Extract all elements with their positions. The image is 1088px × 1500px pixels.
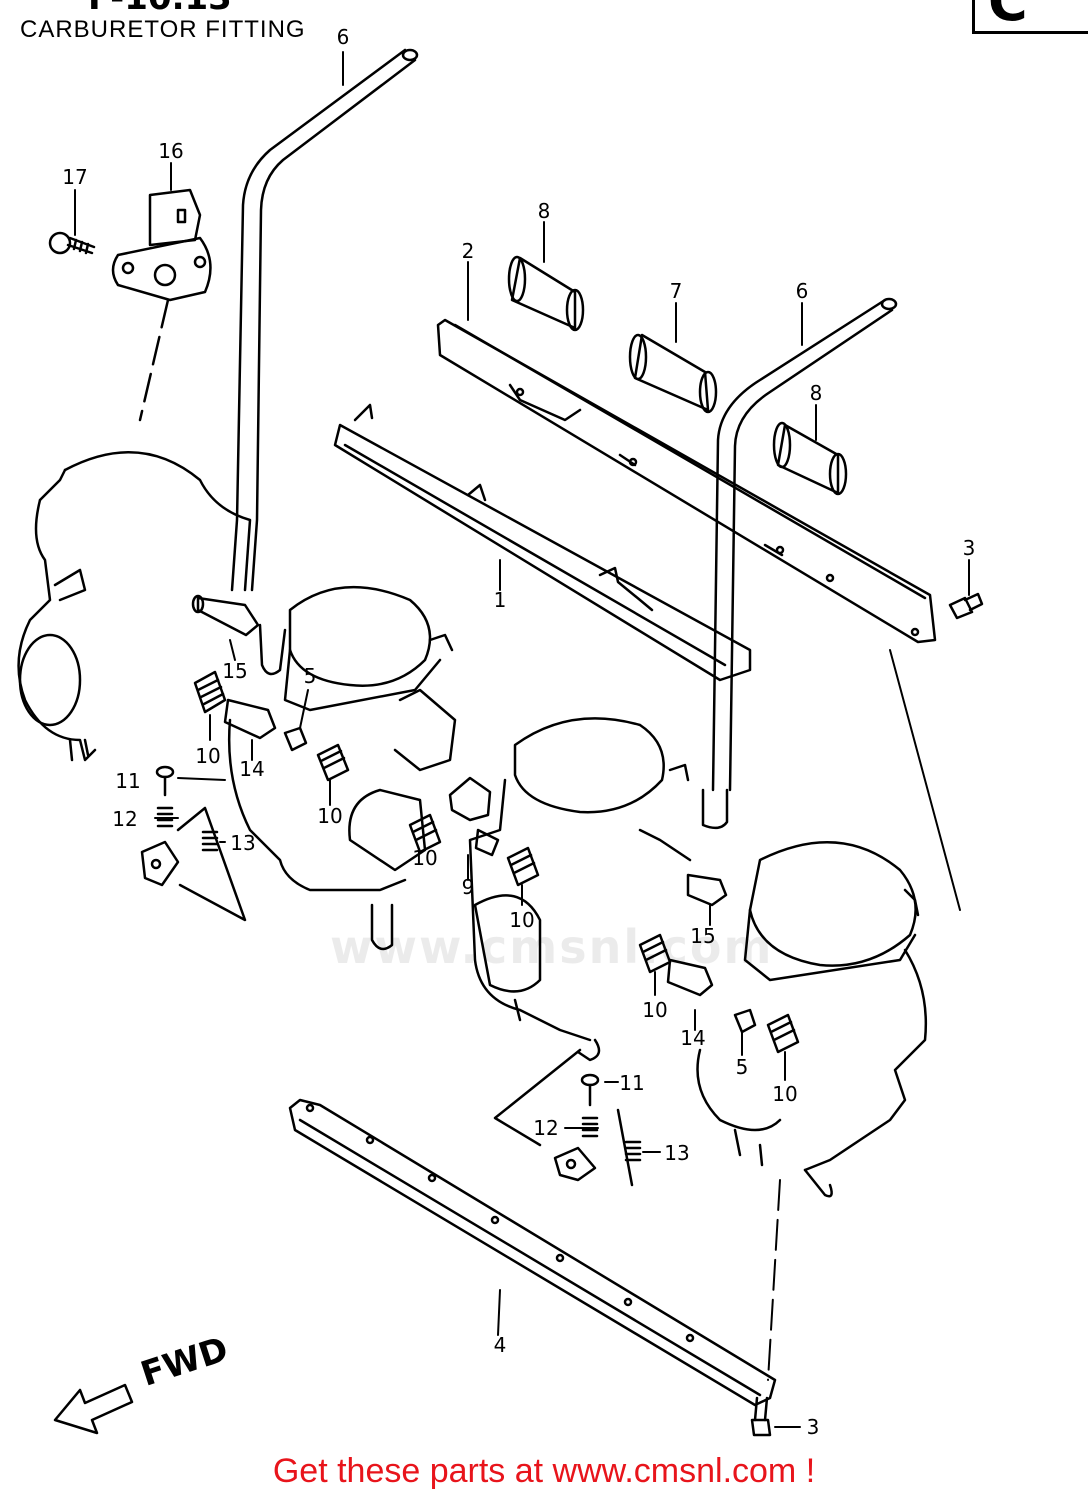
spring-10-d [506, 846, 540, 887]
diagram-title: CARBURETOR FITTING [20, 16, 306, 43]
spring-13-left [201, 830, 219, 852]
vent-hose-right [701, 297, 898, 830]
label-11-right: 11 [619, 1071, 644, 1095]
lever-left [140, 806, 247, 922]
vent-hose-left [230, 48, 419, 592]
spring-10-e [638, 933, 672, 974]
screw-11-right [580, 1073, 600, 1107]
section-letter: C [988, 0, 1028, 33]
rubber-cap-8-top [507, 255, 585, 332]
label-10-b: 10 [317, 804, 342, 828]
carburetor-1 [17, 450, 252, 762]
upper-bracket-plate [436, 318, 937, 644]
t-fitting-9 [448, 776, 500, 857]
label-6-top: 6 [337, 25, 350, 49]
throttle-position-sensor [111, 188, 212, 422]
spring-13-right [624, 1140, 642, 1162]
label-16: 16 [158, 139, 183, 163]
label-14-right: 14 [680, 1026, 705, 1050]
callout-labels: 6 16 17 8 2 7 6 8 3 1 15 5 10 14 11 10 1… [62, 25, 975, 1439]
lever-right [493, 1048, 634, 1187]
label-7: 7 [670, 279, 683, 303]
section-box [972, 0, 1088, 34]
forward-arrow-icon [53, 1383, 134, 1435]
clip-5-left [283, 726, 308, 752]
label-15-left: 15 [222, 659, 247, 683]
label-3-bottom: 3 [807, 1415, 820, 1439]
rubber-cap-8-right [772, 421, 848, 496]
label-9: 9 [462, 875, 475, 899]
label-8-right: 8 [810, 381, 823, 405]
label-12-left: 12 [112, 807, 137, 831]
lower-bracket-bar [288, 1098, 777, 1407]
bolt-3-upper [948, 592, 984, 620]
label-12-right: 12 [533, 1116, 558, 1140]
carburetor-3 [468, 717, 692, 1062]
label-1: 1 [494, 588, 507, 612]
fitting-15-left [191, 594, 260, 637]
label-5-left: 5 [304, 664, 317, 688]
label-4: 4 [494, 1333, 507, 1357]
spring-12-right [581, 1116, 599, 1138]
joint-pipe-14-left [223, 698, 277, 740]
label-10-f: 10 [772, 1082, 797, 1106]
spring-10-c [408, 813, 442, 854]
carburetor-2 [227, 585, 457, 951]
upper-rail [333, 403, 752, 682]
label-8-top: 8 [538, 199, 551, 223]
label-5-right: 5 [736, 1055, 749, 1079]
label-2: 2 [462, 239, 475, 263]
spring-10-a [193, 670, 227, 714]
label-10-d: 10 [509, 908, 534, 932]
label-13-right: 13 [664, 1141, 689, 1165]
carburetor-4 [696, 840, 928, 1198]
label-17: 17 [62, 165, 87, 189]
watermark: www.cmsnl.com [330, 920, 774, 974]
label-15-right: 15 [690, 924, 715, 948]
label-14-left: 14 [239, 757, 264, 781]
label-10-c: 10 [412, 846, 437, 870]
label-3-top: 3 [963, 536, 976, 560]
bolt-3-lower [750, 1396, 772, 1437]
clip-5-right [733, 1008, 757, 1034]
rubber-cap-7 [628, 333, 718, 414]
figure-number: F-10.13 [88, 0, 232, 18]
screw-17 [48, 231, 96, 255]
leader-lines [74, 51, 970, 1428]
label-13-left: 13 [230, 831, 255, 855]
label-11-left: 11 [115, 769, 140, 793]
screw-11-left [155, 765, 175, 797]
spring-10-f [766, 1013, 800, 1054]
label-10-a: 10 [195, 744, 220, 768]
footer-link-text[interactable]: Get these parts at www.cmsnl.com ! [272, 1452, 816, 1490]
spring-10-b [316, 743, 350, 782]
spring-12-left [156, 806, 174, 828]
label-6-right: 6 [796, 279, 809, 303]
fitting-15-right [686, 873, 728, 907]
joint-pipe-14-right [666, 958, 714, 997]
label-10-e: 10 [642, 998, 667, 1022]
